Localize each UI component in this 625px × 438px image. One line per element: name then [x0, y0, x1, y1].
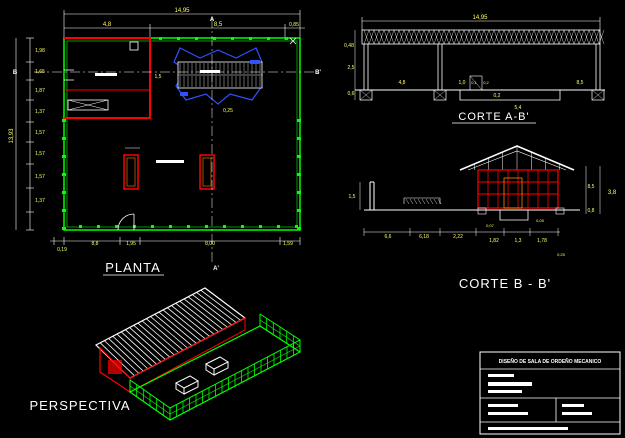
- ab-bottom-dim-4: 0,2: [483, 80, 489, 85]
- plan-title: PLANTA: [105, 260, 161, 275]
- bb-bottom-dim-4: 1,82: [489, 238, 499, 244]
- perspective-view: PERSPECTIVA: [29, 287, 302, 421]
- section-mark-b-prime: B': [315, 70, 321, 76]
- bb-bottom-small-3: 0,25: [557, 252, 566, 257]
- plan-left-seg-6: 1,57: [35, 151, 45, 157]
- plan-left-seg-7: 1,57: [35, 174, 45, 180]
- roof-truss: [363, 29, 605, 45]
- bb-bottom-small-1: 0,07: [486, 223, 495, 228]
- bb-left-dim: 1,5: [349, 194, 356, 200]
- plan-top-seg-1: 4,8: [103, 22, 112, 28]
- perspective-title: PERSPECTIVA: [29, 398, 130, 413]
- plan-inner-dim-1: 1,5: [155, 74, 162, 80]
- ab-top-total: 14,95: [472, 15, 488, 21]
- plan-bottom-seg-2: 8,8: [92, 241, 99, 247]
- plan-top-seg-3: 0,85: [289, 22, 299, 28]
- fence-posts: [129, 314, 301, 420]
- title-block: DISEÑO DE SALA DE ORDEÑO MECANICO: [479, 351, 621, 435]
- section-mark-a: A: [210, 17, 215, 23]
- bb-bottom-small-2: 0,05: [536, 218, 545, 223]
- ab-left-dim-2: 2,5: [348, 65, 355, 71]
- ab-bottom-dim-3: 0,1: [471, 80, 477, 85]
- plan-left-total: 13,93: [9, 128, 15, 144]
- footings: [359, 89, 605, 101]
- bb-title: CORTE B - B': [459, 276, 551, 291]
- plan-left-seg-8: 1,37: [35, 198, 45, 204]
- ab-bottom-dim-2: 1,0: [459, 80, 466, 86]
- section-mark-b: B: [13, 70, 18, 76]
- plan-inner-dim-2: 0,25: [223, 108, 233, 114]
- title-block-heading: DISEÑO DE SALA DE ORDEÑO MECANICO: [499, 358, 602, 365]
- plan-top-seg-2: 8,5: [214, 22, 223, 28]
- plan-left-seg-1: 1,98: [35, 48, 45, 54]
- bb-bottom-dim-3: 2,22: [453, 234, 463, 240]
- ab-extra-dim-1: 0,2: [494, 93, 501, 99]
- plan-top-total: 14,95: [174, 8, 190, 14]
- bb-bottom-ticks: [363, 228, 559, 236]
- ab-extra-dim-2: 5,4: [515, 105, 522, 111]
- bb-right-dim-2: 0,8: [588, 208, 595, 214]
- section-mark-a-prime: A': [213, 266, 219, 272]
- plan-bottom-seg-1: 0,19: [57, 247, 67, 253]
- floor-plan: 14,95 4,8 8,5 0,85 13,93 1,981,651,871,3…: [9, 8, 321, 276]
- troughs: [405, 198, 442, 205]
- wall-posts: [62, 37, 301, 230]
- bb-bottom-dim-5: 1,3: [515, 238, 522, 244]
- ab-left-dim-1: 0,48: [344, 43, 354, 49]
- bb-right-dim-1: 8,5: [588, 184, 595, 190]
- section-b-b: 1,5 8,5 0,8 3,8 6,6 6,18 2,22 1,82 1,3 1…: [349, 145, 617, 291]
- ab-left-dim-3: 0,6: [348, 91, 355, 97]
- plan-bottom-ticks: [53, 237, 301, 245]
- ab-bottom-dim-5: 8,5: [577, 80, 584, 86]
- ab-title: CORTE A-B': [458, 111, 529, 123]
- bb-bottom-dim-2: 6,18: [419, 234, 429, 240]
- wall-studs: [487, 170, 549, 208]
- section-a-b: 14,95 0,48 2,5 0,6 4,8 1,0 0,1 0,2 8,5 0…: [344, 15, 605, 124]
- plan-left-seg-3: 1,87: [35, 88, 45, 94]
- bb-right-dim-3: 3,8: [608, 190, 617, 196]
- bb-bottom-dim-1: 6,6: [385, 234, 392, 240]
- ab-bottom-dim-1: 4,8: [399, 80, 406, 86]
- plan-left-seg-5: 1,57: [35, 130, 45, 136]
- plan-left-seg-4: 1,37: [35, 109, 45, 115]
- plan-bottom-seg-4: 8,00: [205, 241, 215, 247]
- bb-bottom-dim-6: 1,78: [537, 238, 547, 244]
- plan-bottom-seg-5: 1,59: [283, 241, 293, 247]
- plan-bottom-seg-3: 1,95: [126, 241, 136, 247]
- roof-rafters: [474, 146, 560, 170]
- roof-hatch: [99, 289, 241, 376]
